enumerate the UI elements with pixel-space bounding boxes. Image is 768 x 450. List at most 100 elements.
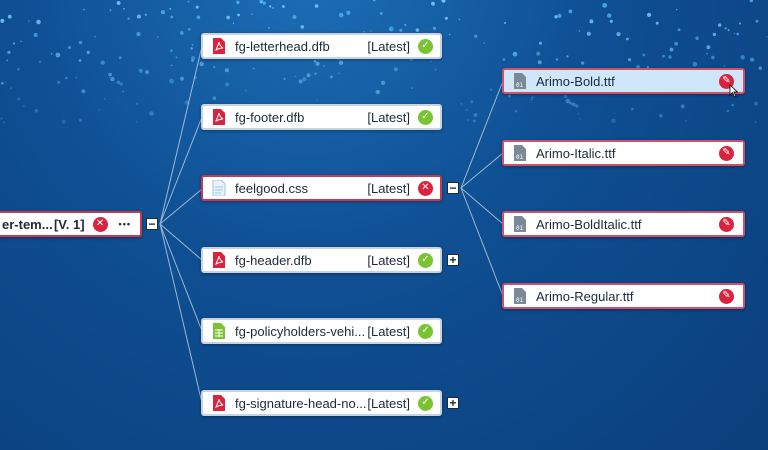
background-particle bbox=[61, 119, 66, 124]
background-particle bbox=[33, 33, 38, 37]
background-particle bbox=[100, 60, 105, 65]
background-particle bbox=[294, 75, 296, 78]
background-particle bbox=[3, 121, 5, 124]
background-particle bbox=[758, 66, 762, 70]
background-particle bbox=[466, 119, 470, 122]
background-particle bbox=[444, 16, 448, 20]
background-particle bbox=[104, 97, 106, 100]
root-node[interactable]: er-tem... [V. 1] ✕ ••• bbox=[0, 211, 142, 237]
background-particle bbox=[28, 20, 30, 22]
background-particle bbox=[575, 104, 579, 108]
child-node-header[interactable]: fg-header.dfb [Latest] ✓ bbox=[201, 247, 442, 273]
font-file-icon: 01 bbox=[513, 145, 527, 161]
child-node-version: [Latest] bbox=[367, 323, 410, 339]
background-particle bbox=[190, 47, 193, 50]
background-particle bbox=[581, 61, 585, 65]
background-particle bbox=[170, 49, 173, 52]
font-node-name: Arimo-Italic.ttf bbox=[536, 145, 616, 161]
background-particle bbox=[175, 56, 178, 59]
edit-icon[interactable]: ✎ bbox=[719, 216, 734, 232]
edit-icon[interactable]: ✎ bbox=[719, 288, 734, 304]
child-node-letterhead[interactable]: fg-letterhead.dfb [Latest] ✓ bbox=[201, 33, 442, 59]
background-particle bbox=[658, 114, 663, 118]
background-particle bbox=[375, 89, 381, 95]
root-collapse-toggle[interactable]: − bbox=[146, 218, 158, 230]
background-particle bbox=[157, 36, 159, 38]
font-node-arimo-bold[interactable]: 01 Arimo-Bold.ttf ✎ bbox=[502, 68, 745, 94]
background-particle bbox=[50, 52, 53, 55]
background-particle bbox=[136, 31, 141, 37]
background-particle bbox=[628, 58, 632, 62]
signature-expand-toggle[interactable]: + bbox=[447, 397, 459, 409]
background-particle bbox=[6, 59, 9, 62]
background-particle bbox=[473, 113, 478, 117]
background-particle bbox=[662, 54, 665, 58]
background-particle bbox=[122, 90, 124, 93]
background-particle bbox=[363, 30, 365, 33]
background-particle bbox=[12, 42, 16, 45]
background-particle bbox=[749, 57, 755, 62]
background-particle bbox=[323, 65, 325, 67]
font-node-name: Arimo-Regular.ttf bbox=[536, 288, 634, 304]
background-particle bbox=[483, 42, 486, 44]
child-node-name: feelgood.css bbox=[235, 180, 308, 196]
background-particle bbox=[68, 46, 71, 49]
background-particle bbox=[269, 5, 272, 8]
font-node-arimo-italic[interactable]: 01 Arimo-Italic.ttf ✎ bbox=[502, 140, 745, 166]
font-node-arimo-bolditalic[interactable]: 01 Arimo-BoldItalic.ttf ✎ bbox=[502, 211, 745, 237]
background-particle bbox=[411, 87, 413, 89]
background-particle bbox=[191, 56, 195, 61]
check-status-icon: ✓ bbox=[418, 252, 433, 268]
css-collapse-toggle[interactable]: − bbox=[447, 182, 459, 194]
background-particle bbox=[213, 65, 216, 69]
edit-icon[interactable]: ✎ bbox=[719, 145, 734, 161]
background-particle bbox=[302, 77, 307, 82]
background-particle bbox=[251, 13, 253, 15]
spreadsheet-file-icon bbox=[212, 323, 226, 339]
background-particle bbox=[232, 22, 235, 24]
child-node-version: [Latest] bbox=[367, 252, 410, 268]
background-particle bbox=[338, 60, 344, 65]
background-particle bbox=[116, 80, 121, 85]
child-node-footer[interactable]: fg-footer.dfb [Latest] ✓ bbox=[201, 104, 442, 130]
child-node-version: [Latest] bbox=[367, 38, 410, 54]
background-particle bbox=[34, 109, 38, 113]
background-particle bbox=[766, 36, 768, 38]
background-particle bbox=[191, 44, 194, 46]
background-particle bbox=[586, 31, 591, 36]
font-file-icon: 01 bbox=[513, 73, 527, 89]
background-particle bbox=[669, 47, 674, 52]
background-particle bbox=[108, 76, 111, 78]
background-particle bbox=[736, 32, 740, 36]
background-particle bbox=[431, 1, 435, 6]
child-node-signature[interactable]: fg-signature-head-no... [Latest] ✓ bbox=[201, 390, 442, 416]
background-particle bbox=[507, 94, 511, 98]
root-node-name: er-tem... bbox=[2, 216, 53, 232]
background-particle bbox=[602, 3, 608, 8]
background-particle bbox=[179, 31, 184, 35]
background-particle bbox=[607, 13, 612, 18]
more-options-icon[interactable]: ••• bbox=[118, 219, 131, 229]
background-particle bbox=[404, 23, 407, 27]
background-particle bbox=[136, 14, 141, 19]
background-particle bbox=[17, 97, 21, 101]
child-node-css[interactable]: feelgood.css [Latest] ✕ bbox=[201, 175, 442, 201]
check-status-icon: ✓ bbox=[418, 323, 433, 339]
background-particle bbox=[127, 17, 130, 20]
background-particle bbox=[79, 118, 82, 122]
background-particle bbox=[38, 60, 42, 63]
header-expand-toggle[interactable]: + bbox=[447, 254, 459, 266]
background-particle bbox=[226, 15, 230, 20]
background-particle bbox=[0, 18, 5, 23]
font-node-arimo-regular[interactable]: 01 Arimo-Regular.ttf ✎ bbox=[502, 283, 745, 309]
background-particle bbox=[504, 22, 506, 24]
background-particle bbox=[237, 13, 241, 17]
font-file-icon: 01 bbox=[513, 288, 527, 304]
background-particle bbox=[212, 96, 217, 100]
background-particle bbox=[75, 76, 78, 79]
child-node-policyholders[interactable]: fg-policyholders-vehi... [Latest] ✓ bbox=[201, 318, 442, 344]
background-particle bbox=[187, 0, 190, 3]
background-particle bbox=[283, 77, 286, 80]
background-particle bbox=[135, 121, 138, 123]
